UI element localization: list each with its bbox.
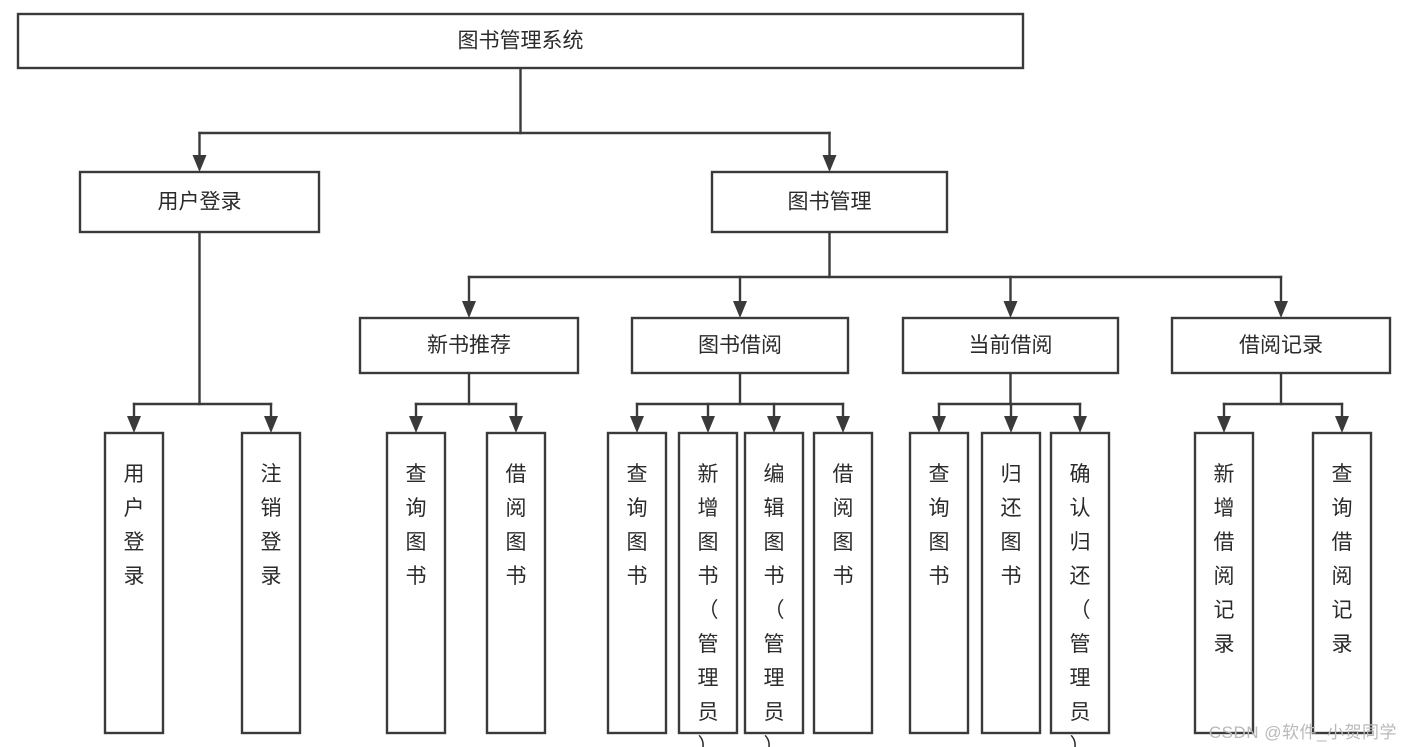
node-leaf_logout[interactable]: 注销登录 [240,431,302,735]
node-leaf_query_book_3[interactable]: 查询图书 [908,431,970,735]
node-box-current_borrow [901,316,1120,375]
node-box-leaf_query_book_2 [606,431,668,735]
node-label-leaf_add_book: 新增图书（管理员） [698,463,719,747]
node-box-leaf_borrow_book_1 [485,431,547,735]
node-label-leaf_logout: 注销登录 [261,463,282,588]
node-leaf_edit_book[interactable]: 编辑图书（管理员） [743,431,805,747]
node-label-leaf_borrow_book_1: 借阅图书 [506,463,527,588]
connector-group-new_book_rec [409,371,523,433]
node-label-borrow_record: 借阅记录 [1239,334,1323,357]
node-box-leaf_add_record [1193,431,1255,735]
node-leaf_return_book[interactable]: 归还图书 [980,431,1042,735]
node-leaf_query_book_2[interactable]: 查询图书 [606,431,668,735]
node-leaf_query_record[interactable]: 查询借阅记录 [1311,431,1373,735]
node-book_manage[interactable]: 图书管理 [710,170,949,234]
connector-group-book_manage [462,230,1288,318]
node-box-borrow_record [1170,316,1392,375]
node-label-current_borrow: 当前借阅 [969,334,1053,357]
node-box-leaf_borrow_book_2 [812,431,874,735]
node-box-new_book_rec [358,316,580,375]
watermark-text: CSDN @软件_小贺同学 [1208,723,1397,742]
node-box-leaf_logout [240,431,302,735]
node-label-leaf_add_record: 新增借阅记录 [1214,463,1235,656]
node-leaf_add_record[interactable]: 新增借阅记录 [1193,431,1255,735]
node-user_login[interactable]: 用户登录 [78,170,321,234]
node-label-leaf_edit_book: 编辑图书（管理员） [764,463,785,747]
node-box-user_login [78,170,321,234]
node-label-leaf_confirm_return: 确认归还（管理员） [1070,463,1091,747]
node-label-leaf_return_book: 归还图书 [1001,463,1022,588]
node-book_borrow[interactable]: 图书借阅 [630,316,850,375]
node-current_borrow[interactable]: 当前借阅 [901,316,1120,375]
node-box-root [16,12,1025,70]
connector-group-user_login [127,230,278,433]
node-leaf_query_book_1[interactable]: 查询图书 [385,431,447,735]
node-label-root: 图书管理系统 [458,30,584,53]
node-layer: 图书管理系统用户登录图书管理新书推荐图书借阅当前借阅借阅记录用户登录注销登录查询… [16,12,1392,747]
connector-layer [127,66,1349,433]
connector-group-borrow_record [1217,371,1349,433]
node-label-leaf_user_login: 用户登录 [124,463,145,588]
node-label-leaf_query_record: 查询借阅记录 [1332,463,1353,656]
node-box-leaf_query_book_3 [908,431,970,735]
node-leaf_add_book[interactable]: 新增图书（管理员） [677,431,739,747]
node-leaf_user_login[interactable]: 用户登录 [103,431,165,735]
connector-group-current_borrow [932,371,1087,433]
connector-group-root [192,66,837,172]
node-label-leaf_query_book_1: 查询图书 [406,463,427,588]
node-box-leaf_query_record [1311,431,1373,735]
node-box-book_manage [710,170,949,234]
node-root[interactable]: 图书管理系统 [16,12,1025,70]
node-label-book_manage: 图书管理 [788,191,872,214]
node-label-new_book_rec: 新书推荐 [427,334,511,357]
node-box-leaf_add_book [677,431,739,735]
node-box-leaf_user_login [103,431,165,735]
node-borrow_record[interactable]: 借阅记录 [1170,316,1392,375]
node-leaf_borrow_book_1[interactable]: 借阅图书 [485,431,547,735]
node-new_book_rec[interactable]: 新书推荐 [358,316,580,375]
node-label-user_login: 用户登录 [158,191,242,214]
node-label-leaf_borrow_book_2: 借阅图书 [833,463,854,588]
node-leaf_confirm_return[interactable]: 确认归还（管理员） [1049,431,1111,747]
node-box-leaf_confirm_return [1049,431,1111,735]
node-leaf_borrow_book_2[interactable]: 借阅图书 [812,431,874,735]
node-box-leaf_query_book_1 [385,431,447,735]
node-label-leaf_query_book_2: 查询图书 [627,463,648,588]
connector-group-book_borrow [630,371,850,433]
node-label-book_borrow: 图书借阅 [698,334,782,357]
node-box-leaf_edit_book [743,431,805,735]
node-box-book_borrow [630,316,850,375]
node-label-leaf_query_book_3: 查询图书 [929,463,950,588]
node-box-leaf_return_book [980,431,1042,735]
